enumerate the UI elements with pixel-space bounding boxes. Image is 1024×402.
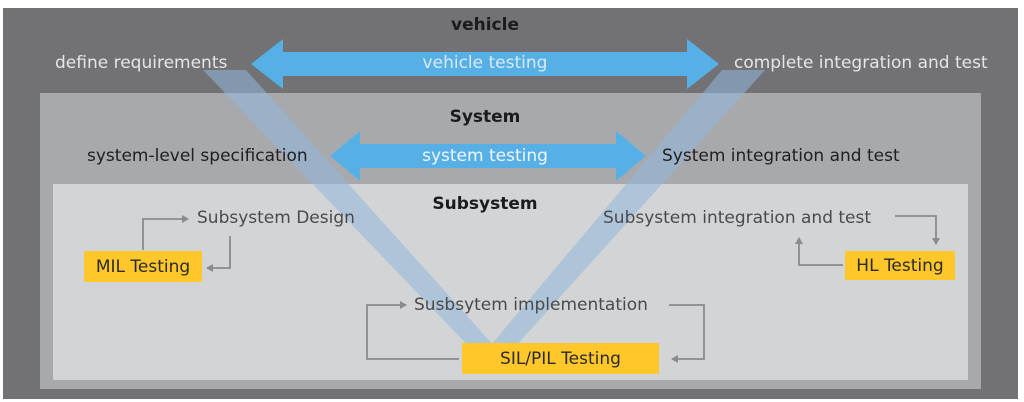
integration-to-hl-connector bbox=[895, 215, 940, 245]
subsystem-level-title: Subsystem bbox=[432, 194, 538, 214]
vehicle-testing-label: vehicle testing bbox=[422, 53, 548, 73]
sil-to-implementation-connector bbox=[366, 301, 459, 360]
system-integration-label: System integration and test bbox=[662, 146, 900, 166]
design-to-mil-connector bbox=[206, 236, 231, 272]
hl-to-integration-connector bbox=[795, 237, 843, 266]
vehicle-testing-arrow bbox=[251, 39, 719, 89]
v-left-band bbox=[203, 70, 505, 358]
complete-integration-label: complete integration and test bbox=[734, 53, 988, 73]
subsystem-design-label: Subsystem Design bbox=[197, 208, 355, 228]
system-level-title: System bbox=[449, 107, 521, 127]
system-level-specification-label: system-level specification bbox=[87, 146, 308, 166]
system-testing-label: system testing bbox=[422, 146, 548, 166]
vehicle-level-title: vehicle bbox=[451, 15, 519, 35]
sil-pil-testing-badge: SIL/PIL Testing bbox=[462, 343, 659, 374]
subsystem-integration-label: Subsystem integration and test bbox=[603, 208, 872, 228]
system-testing-arrow bbox=[330, 131, 646, 181]
subsystem-implementation-label: Susbsytem implementation bbox=[414, 295, 648, 315]
mil-testing-badge: MIL Testing bbox=[84, 251, 202, 282]
v-right-band bbox=[480, 70, 765, 358]
implementation-to-sil-connector bbox=[669, 304, 705, 363]
define-requirements-label: define requirements bbox=[55, 53, 228, 73]
hl-testing-badge: HL Testing bbox=[845, 251, 955, 280]
mil-to-design-connector bbox=[142, 215, 189, 250]
